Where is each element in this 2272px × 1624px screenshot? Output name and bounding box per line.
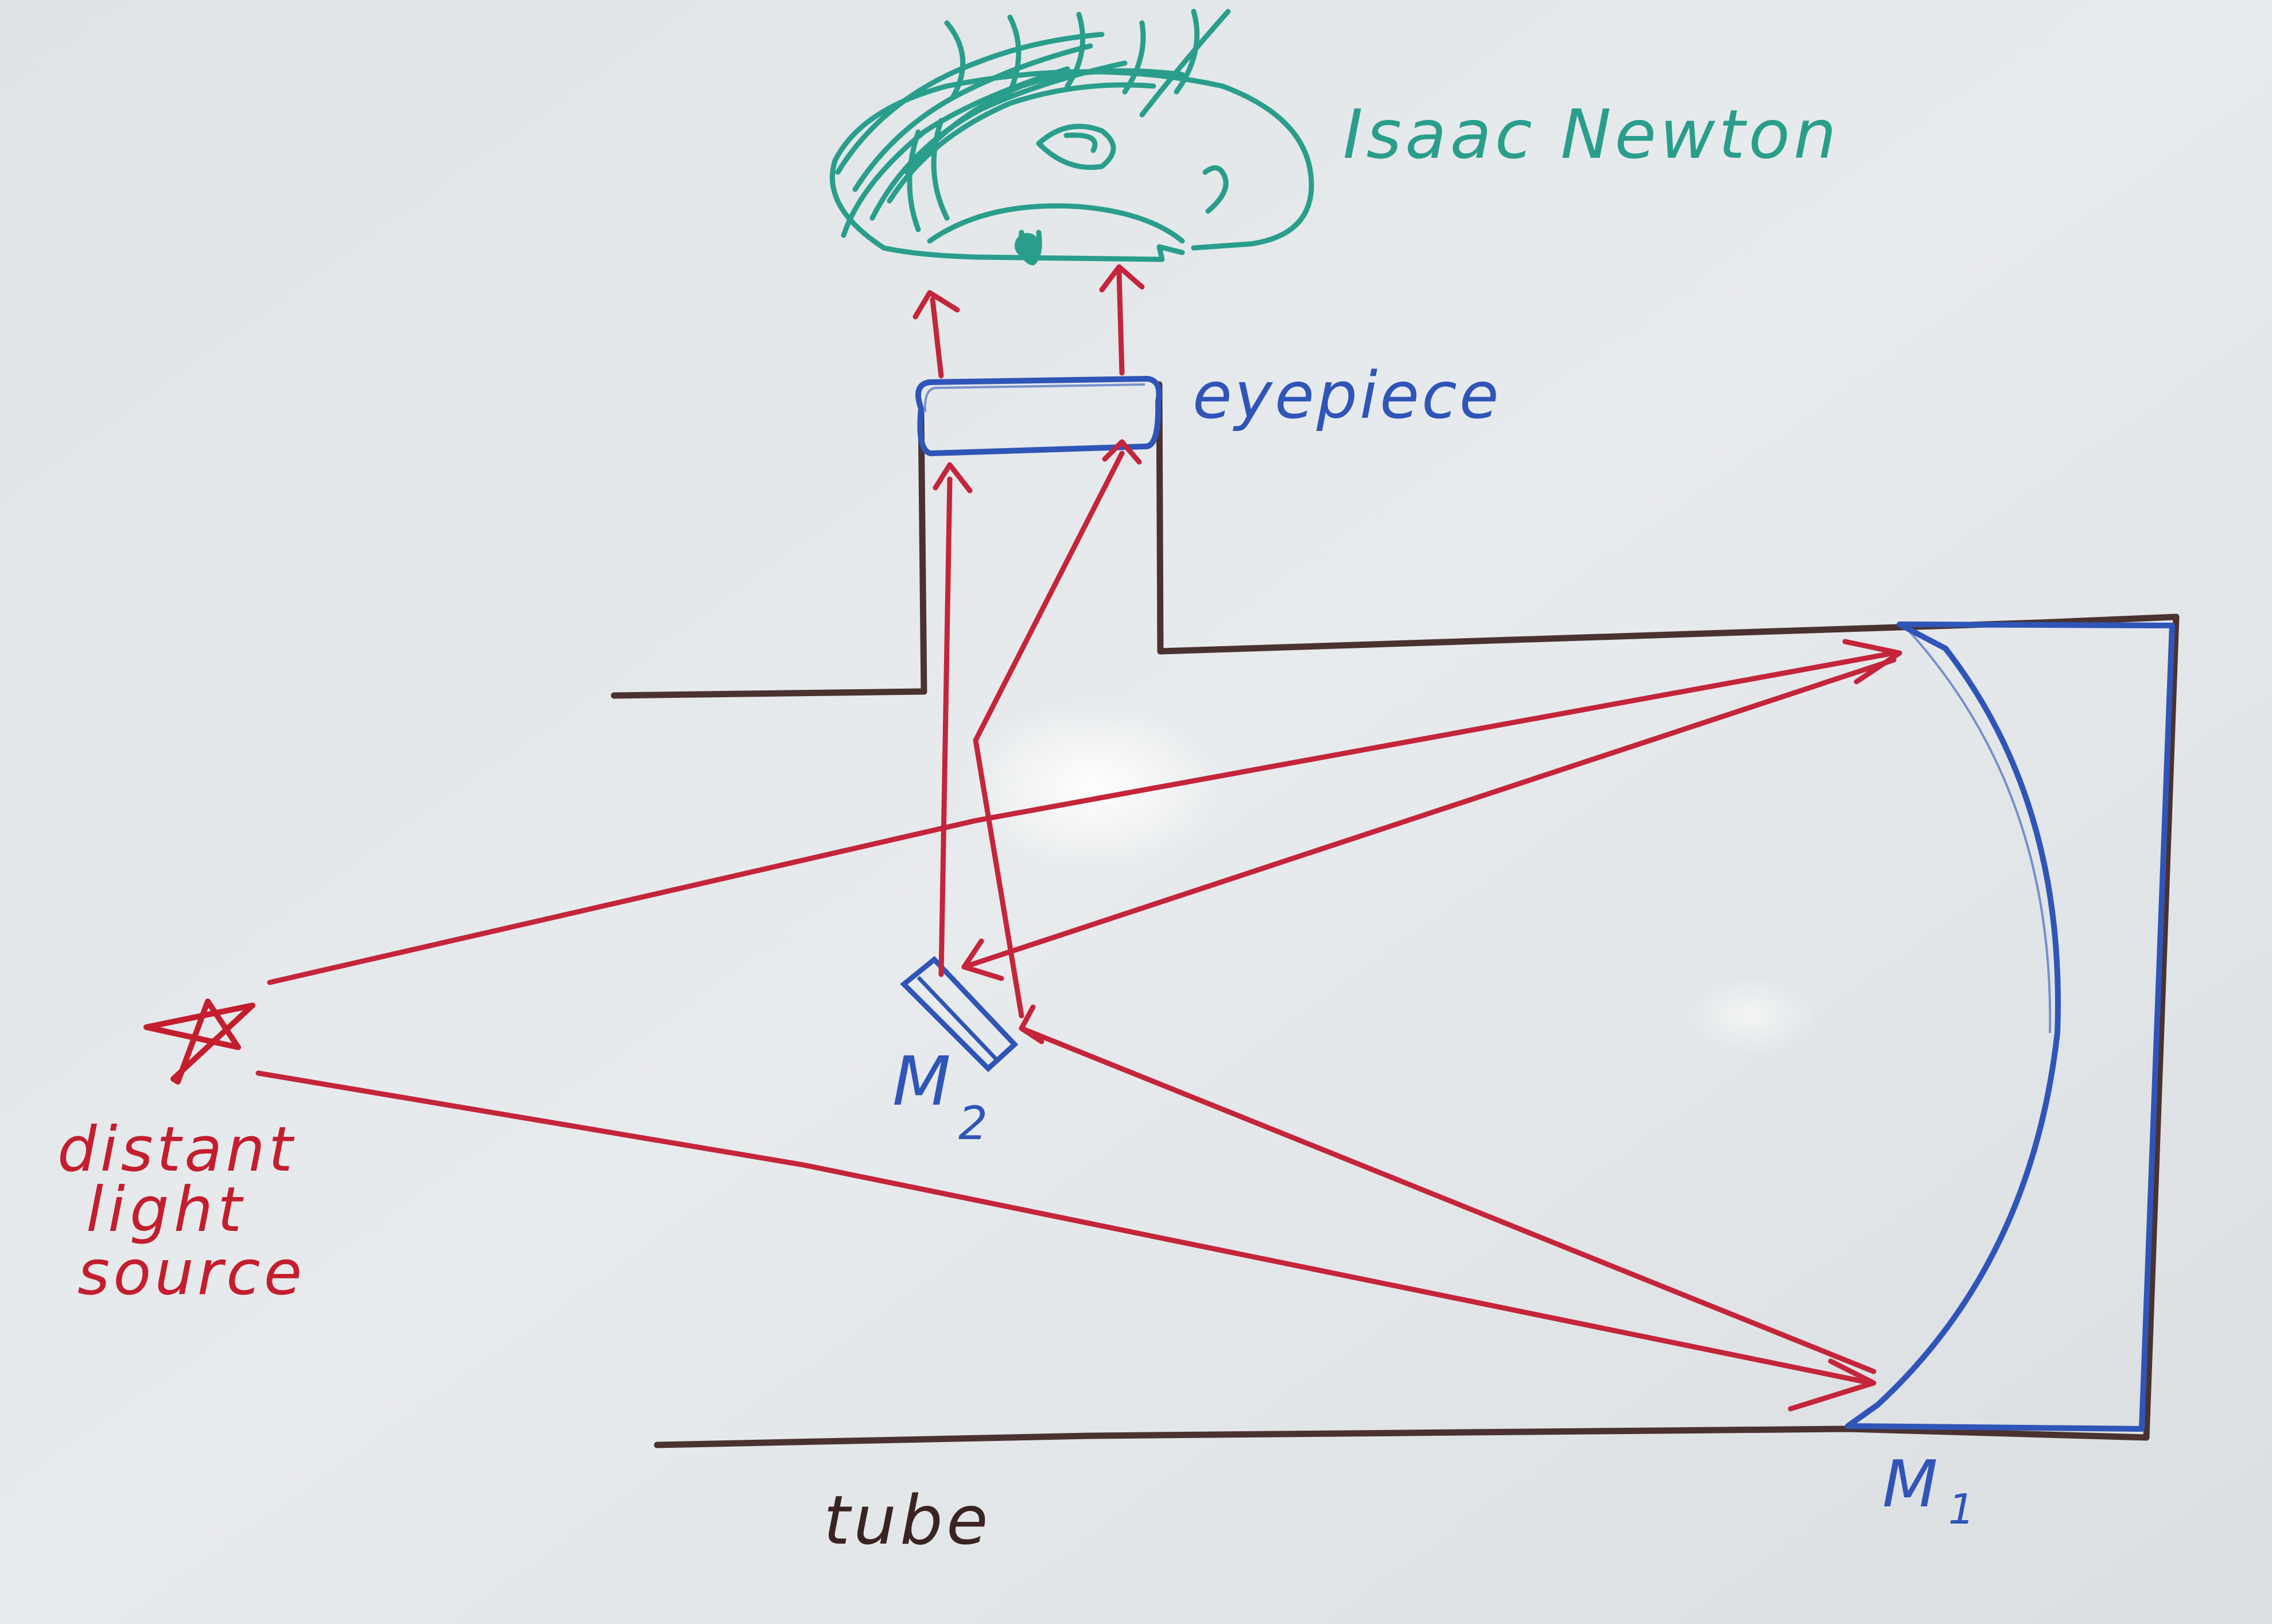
eyepiece-tube-left-wall: [918, 410, 927, 695]
primary-mirror-m1: [1845, 621, 2175, 1432]
arrowhead-m2-upper: [961, 938, 1004, 981]
star-icon: [143, 999, 255, 1085]
ray-source-to-m1-upper: [267, 650, 1897, 985]
label-eyepiece: eyepiece: [1193, 359, 1501, 433]
arrowhead-eye-left: [912, 290, 960, 320]
ray-m2-to-eyepiece-left: [938, 476, 953, 977]
label-source-distant: distant: [57, 1114, 296, 1186]
label-source-light: light: [86, 1174, 246, 1246]
tube-right-end: [2143, 613, 2180, 1441]
ray-m2-to-eyepiece-right: [973, 450, 1125, 1019]
arrowhead-m1-lower: [1788, 1358, 1877, 1412]
secondary-mirror-m2: [900, 955, 1019, 1073]
arrowhead-m1-upper: [1842, 639, 1902, 685]
ray-eyepiece-to-eye-left: [930, 297, 944, 379]
eye-pupil: [1015, 233, 1040, 258]
label-m2-subscript: 2: [958, 1097, 988, 1150]
label-m2-letter: M: [892, 1042, 951, 1121]
ray-source-to-m1-lower: [255, 1070, 1874, 1386]
light-glare: [961, 700, 1225, 872]
tube-top-left: [611, 688, 927, 699]
label-m1-letter: M: [1882, 1447, 1938, 1522]
label-m1-subscript: 1: [1948, 1485, 1975, 1533]
arrowhead-eyepiece-left: [933, 462, 973, 494]
arrowhead-eyepiece-right: [1102, 439, 1142, 465]
tube-bottom: [654, 1425, 2150, 1448]
label-tube: tube: [824, 1481, 992, 1560]
light-rays: [255, 264, 1902, 1412]
light-glare-small: [1681, 976, 1819, 1056]
arrowhead-m2-lower: [1019, 1004, 1044, 1044]
eyepiece-lens: [915, 375, 1162, 457]
ray-eyepiece-to-eye-right: [1116, 270, 1125, 376]
ray-m1-to-m2-lower: [1019, 1025, 1877, 1374]
arrowhead-eye-right: [1099, 264, 1145, 293]
label-isaac-newton: Isaac Newton: [1343, 95, 1840, 174]
label-source-source: source: [77, 1237, 305, 1309]
head-icon: [829, 9, 1314, 266]
ray-m1-to-m2-upper: [961, 657, 1897, 970]
